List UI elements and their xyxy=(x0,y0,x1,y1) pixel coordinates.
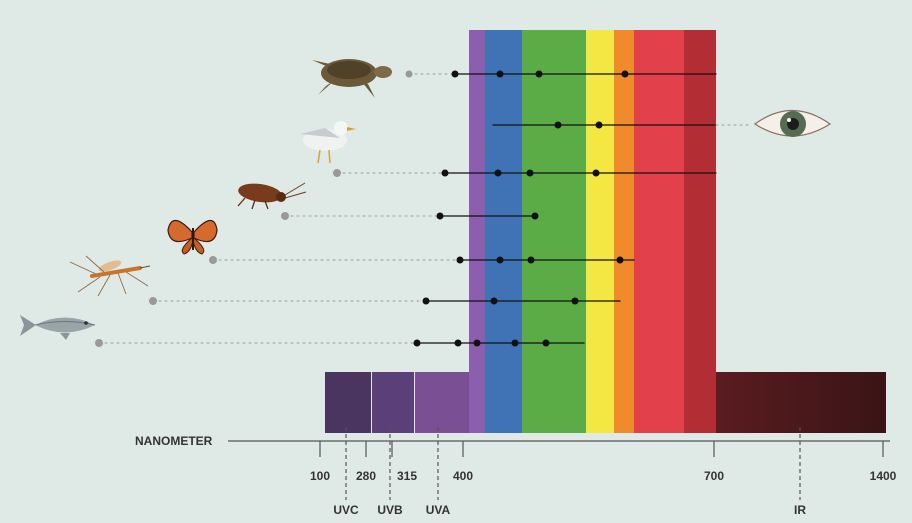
range-turtle xyxy=(405,70,717,78)
range-human xyxy=(492,121,751,129)
uvc-block xyxy=(325,372,371,433)
sensitivity-ranges xyxy=(95,70,751,347)
butterfly-icon xyxy=(167,219,218,255)
range-butterfly xyxy=(209,256,635,264)
uva-block xyxy=(415,372,469,433)
band-label-uvc: UVC xyxy=(333,503,359,517)
band-label-ir: IR xyxy=(794,503,806,517)
band-dividers xyxy=(345,427,801,500)
range-mosquito xyxy=(149,297,621,305)
uvb-block xyxy=(372,372,414,433)
tick-label: 700 xyxy=(704,469,724,483)
violet-band xyxy=(469,30,485,433)
tick-label: 400 xyxy=(453,469,473,483)
orange-band xyxy=(614,30,634,433)
visible-spectrum xyxy=(469,30,716,433)
blue-band xyxy=(485,30,522,433)
tick-label: 315 xyxy=(397,469,417,483)
dark-red-band xyxy=(684,30,716,433)
range-fish xyxy=(95,339,585,347)
range-cockroach xyxy=(281,212,539,220)
range-gull xyxy=(333,169,717,177)
human-eye-icon xyxy=(753,109,832,137)
wavelength-axis: NANOMETER 100 280 315 400 700 1400 UVC U… xyxy=(135,427,897,517)
ir-block xyxy=(716,372,886,433)
green-band xyxy=(522,30,586,433)
tick-label: 1400 xyxy=(870,469,897,483)
axis-ticks xyxy=(319,441,884,457)
mosquito-icon xyxy=(69,255,151,297)
tick-label: 100 xyxy=(310,469,330,483)
yellow-band xyxy=(586,30,614,433)
fish-icon xyxy=(20,315,96,340)
band-label-uvb: UVB xyxy=(377,503,403,517)
cockroach-icon xyxy=(237,182,307,210)
axis-label: NANOMETER xyxy=(135,434,213,448)
gull-icon xyxy=(300,121,356,164)
turtle-icon xyxy=(312,59,392,98)
band-label-uva: UVA xyxy=(426,503,451,517)
uv-blocks xyxy=(325,372,469,433)
tick-label: 280 xyxy=(356,469,376,483)
red-band xyxy=(634,30,684,433)
